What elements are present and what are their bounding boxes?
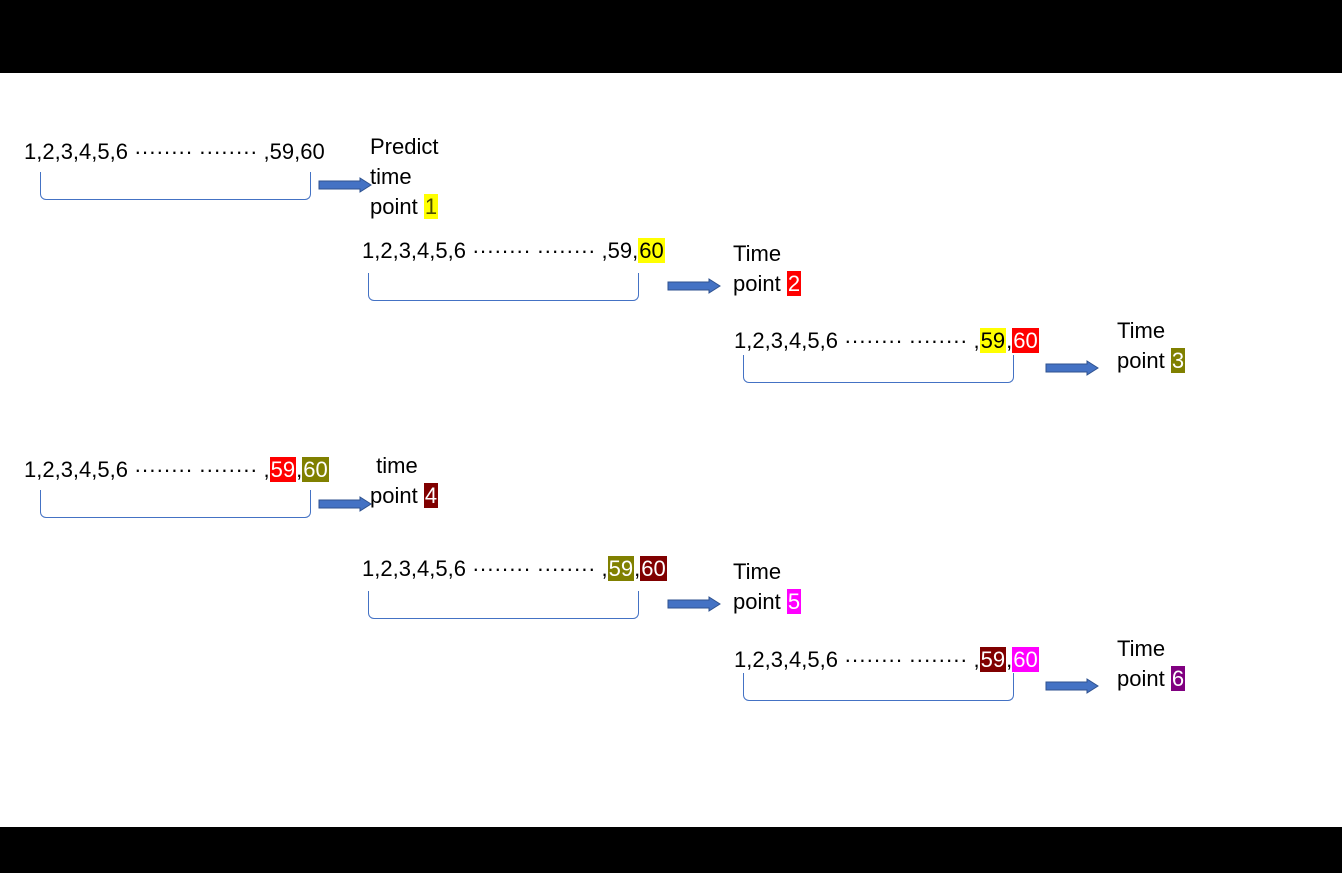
label-time-point-4: time point 4 (370, 451, 439, 511)
label-time-point-6: Time point 6 (1117, 634, 1186, 694)
label-line: point (370, 194, 424, 219)
label-line: time (370, 164, 412, 189)
sequence-prefix: 1,2,3,4,5,6 ········ ········ ,59,60 (24, 139, 325, 164)
label-line: point (1117, 348, 1171, 373)
label-time-point-2: Time point 2 (733, 239, 802, 299)
bracket-6 (743, 673, 1014, 701)
label-line: point (1117, 666, 1171, 691)
bracket-3 (743, 355, 1014, 383)
label-predict-time-point-1: Predict time point 1 (370, 132, 438, 222)
highlighted-value: 59 (979, 647, 1007, 672)
highlighted-value: 60 (1012, 328, 1039, 353)
separator-comma: , (1006, 328, 1013, 353)
sequence-6: 1,2,3,4,5,6 ········ ········ ,59,60 (734, 647, 1039, 673)
sequence-prefix: 1,2,3,4,5,6 ········ ········ , (24, 457, 270, 482)
bracket-2 (368, 273, 639, 301)
highlighted-value: 60 (638, 238, 665, 263)
label-time-point-5: Time point 5 (733, 557, 802, 617)
label-line: point (733, 271, 787, 296)
highlighted-value: 60 (1012, 647, 1039, 672)
highlighted-value: 59 (979, 328, 1007, 353)
arrow-right-icon (1045, 360, 1099, 376)
sequence-2: 1,2,3,4,5,6 ········ ········ ,59,60 (362, 238, 665, 264)
separator-comma: , (296, 457, 303, 482)
highlighted-value: 59 (269, 457, 297, 482)
label-line: Time (1117, 636, 1166, 661)
bracket-5 (368, 591, 639, 619)
time-point-number-badge: 3 (1170, 348, 1186, 373)
arrow-right-icon (318, 496, 372, 512)
label-line: point (733, 589, 787, 614)
time-point-number-badge: 2 (786, 271, 802, 296)
time-point-number-badge: 4 (423, 483, 439, 508)
bracket-4 (40, 490, 311, 518)
sequence-5: 1,2,3,4,5,6 ········ ········ ,59,60 (362, 556, 667, 582)
label-time-point-3: Time point 3 (1117, 316, 1186, 376)
sequence-prefix: 1,2,3,4,5,6 ········ ········ , (734, 328, 980, 353)
sequence-1: 1,2,3,4,5,6 ········ ········ ,59,60 (24, 139, 325, 165)
label-line: point (370, 483, 424, 508)
slide-canvas: 1,2,3,4,5,6 ········ ········ ,59,60 Pre… (0, 73, 1342, 827)
highlighted-value: 60 (302, 457, 329, 482)
sequence-3: 1,2,3,4,5,6 ········ ········ ,59,60 (734, 328, 1039, 354)
sequence-prefix: 1,2,3,4,5,6 ········ ········ ,59, (362, 238, 639, 263)
label-line: Predict (370, 134, 439, 159)
arrow-right-icon (1045, 678, 1099, 694)
time-point-number-badge: 6 (1170, 666, 1186, 691)
label-line: Time (1117, 318, 1166, 343)
separator-comma: , (634, 556, 641, 581)
label-line: Time (733, 241, 782, 266)
arrow-right-icon (667, 278, 721, 294)
sequence-prefix: 1,2,3,4,5,6 ········ ········ , (362, 556, 608, 581)
highlighted-value: 59 (607, 556, 635, 581)
sequence-4: 1,2,3,4,5,6 ········ ········ ,59,60 (24, 457, 329, 483)
separator-comma: , (1006, 647, 1013, 672)
bracket-1 (40, 172, 311, 200)
sequence-prefix: 1,2,3,4,5,6 ········ ········ , (734, 647, 980, 672)
arrow-right-icon (667, 596, 721, 612)
time-point-number-badge: 5 (786, 589, 802, 614)
label-line: Time (733, 559, 782, 584)
highlighted-value: 60 (640, 556, 667, 581)
time-point-number-badge: 1 (423, 194, 439, 219)
arrow-right-icon (318, 177, 372, 193)
label-line: time (370, 453, 418, 478)
